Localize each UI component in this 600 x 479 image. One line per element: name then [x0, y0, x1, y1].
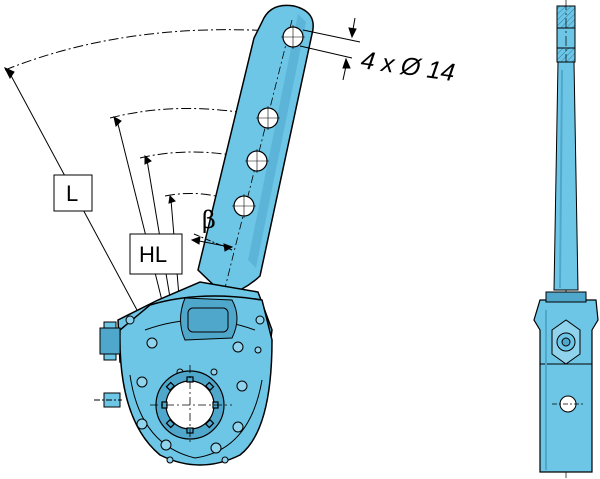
- side-view-nut: [551, 319, 581, 365]
- svg-text:HL: HL: [139, 242, 167, 267]
- hole-dimension: 4 x Ø 14: [299, 17, 457, 87]
- hole-spec-label: 4 x Ø 14: [359, 46, 456, 87]
- side-view-arm: [553, 61, 579, 291]
- svg-text:L: L: [66, 181, 78, 206]
- side-plug-top: [99, 321, 121, 361]
- adjuster-housing: [94, 281, 273, 466]
- angle-indicator: β: [190, 206, 234, 252]
- lever-arm-shade: [248, 14, 306, 268]
- angle-label: β: [202, 206, 216, 234]
- side-nipple: [94, 392, 122, 408]
- worm-housing: [180, 297, 238, 341]
- label-hl: HL: [129, 233, 183, 275]
- housing-bolts: [125, 315, 265, 464]
- side-view: [533, 0, 599, 479]
- label-l: L: [53, 174, 93, 212]
- arc-outer: [4, 29, 289, 71]
- side-view-body: [533, 299, 599, 473]
